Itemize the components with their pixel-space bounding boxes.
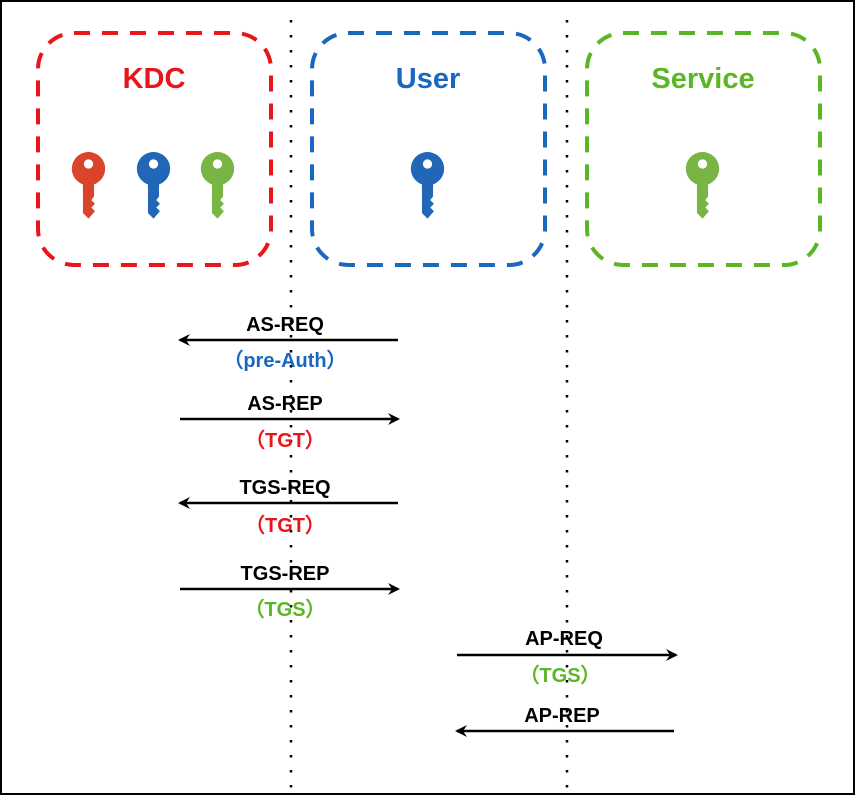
message-label: AS-REQ xyxy=(246,314,324,336)
user-label: User xyxy=(396,63,461,95)
message-ap-rep: AP-REP xyxy=(455,705,674,737)
message-label: AP-REP xyxy=(524,705,600,727)
kdc-label: KDC xyxy=(123,63,186,95)
message-sublabel: （pre-Auth） xyxy=(223,349,346,372)
message-sublabel: （TGS） xyxy=(244,598,325,621)
message-sublabel: （TGS） xyxy=(519,664,600,687)
message-sublabel: （TGT） xyxy=(245,429,325,452)
entity-user: User xyxy=(310,31,547,267)
service-box xyxy=(585,31,822,267)
message-tgs-req: TGS-REQ （TGT） xyxy=(178,477,398,537)
message-sublabel: （TGT） xyxy=(245,514,325,537)
message-tgs-rep: TGS-REP （TGS） xyxy=(180,563,400,621)
message-label: AS-REP xyxy=(247,393,323,415)
message-label: TGS-REQ xyxy=(239,477,330,499)
message-as-rep: AS-REP （TGT） xyxy=(180,393,400,452)
message-label: AP-REQ xyxy=(525,628,603,650)
entity-service: Service xyxy=(585,31,822,267)
message-ap-req: AP-REQ （TGS） xyxy=(457,628,678,687)
message-label: TGS-REP xyxy=(241,563,330,585)
message-as-req: AS-REQ （pre-Auth） xyxy=(178,314,398,372)
entity-kdc: KDC xyxy=(36,31,273,267)
service-label: Service xyxy=(651,63,754,95)
user-box xyxy=(310,31,547,267)
